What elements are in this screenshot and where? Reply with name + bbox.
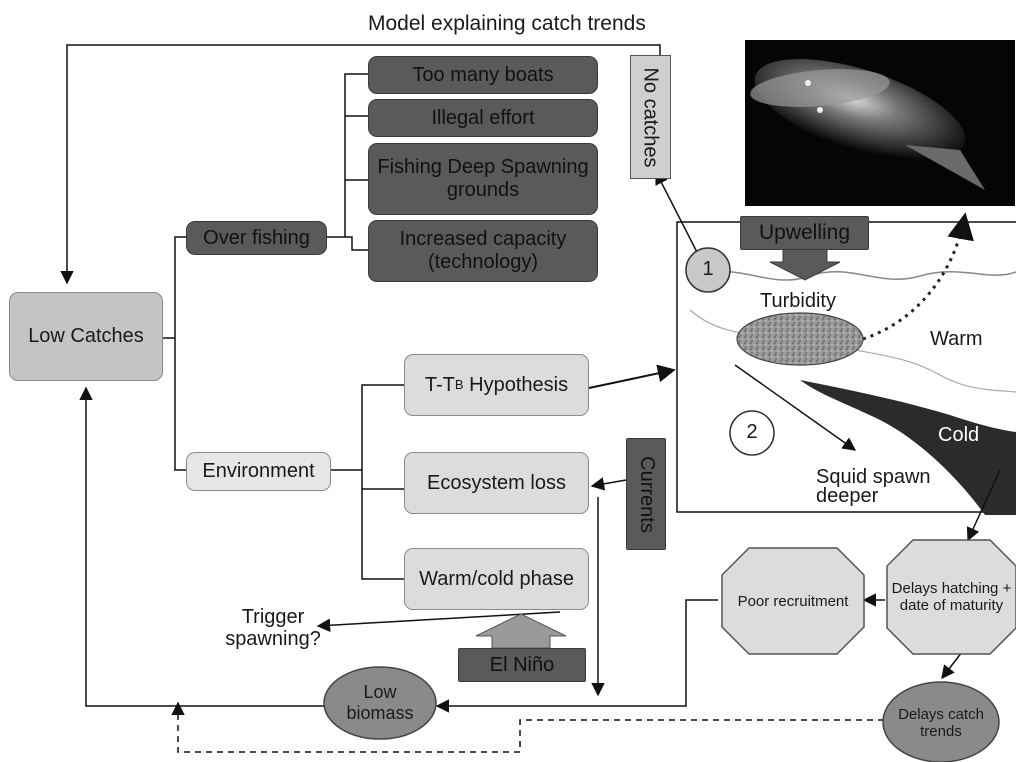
down-arrow-icon bbox=[769, 247, 841, 281]
turbidity-label: Turbidity bbox=[760, 290, 836, 312]
ecosystem-loss-box: Ecosystem loss bbox=[404, 452, 589, 514]
cold-label: Cold bbox=[938, 424, 980, 446]
ocean-panel bbox=[676, 221, 1016, 515]
squid-spawn-label: Squid spawn deeper bbox=[816, 466, 931, 507]
delays-hatching-shape bbox=[886, 539, 1016, 655]
low-biomass-shape bbox=[323, 666, 437, 740]
up-arrow-icon bbox=[475, 613, 567, 649]
squid-photo bbox=[745, 40, 1015, 206]
warm-cold-box: Warm/cold phase bbox=[404, 548, 589, 610]
hypothesis-suffix: Hypothesis bbox=[463, 373, 569, 396]
warm-label: Warm bbox=[930, 328, 983, 350]
over-fishing-box: Over fishing bbox=[186, 221, 327, 255]
currents-box: Currents bbox=[626, 438, 666, 550]
cause-deep-spawning: Fishing Deep Spawning grounds bbox=[368, 143, 598, 215]
cause-increased-capacity: Increased capacity (technology) bbox=[368, 220, 598, 282]
marker-1: 1 bbox=[702, 258, 714, 280]
delays-catch-label: Delays catch trends bbox=[898, 705, 984, 740]
low-catches-box: Low Catches bbox=[9, 292, 163, 381]
hypothesis-prefix: T-T bbox=[424, 373, 455, 396]
delays-catch-shape bbox=[882, 681, 1000, 762]
poor-recruitment-shape bbox=[721, 547, 865, 655]
poor-recruitment-label: Poor recruitment bbox=[737, 593, 849, 611]
diagram-title: Model explaining catch trends bbox=[368, 12, 646, 35]
el-nino-box: El Niño bbox=[458, 648, 586, 682]
hypothesis-subscript: B bbox=[454, 376, 464, 392]
cause-too-many-boats: Too many boats bbox=[368, 56, 598, 94]
marker-1-circle bbox=[685, 247, 731, 293]
trigger-spawning-label: Trigger spawning? bbox=[225, 606, 321, 650]
cold-water-layer bbox=[800, 380, 1016, 515]
cause-illegal-effort: Illegal effort bbox=[368, 99, 598, 137]
environment-box: Environment bbox=[186, 452, 331, 491]
upwelling-box: Upwelling bbox=[740, 216, 869, 250]
currents-label: Currents bbox=[635, 455, 658, 533]
marker-2: 2 bbox=[746, 421, 758, 443]
delays-hatching-label: Delays hatching + date of maturity bbox=[891, 579, 1012, 614]
marker-2-circle bbox=[729, 410, 775, 456]
low-biomass-label: Low biomass bbox=[346, 682, 414, 723]
no-catches-box: No catches bbox=[630, 55, 671, 179]
turbidity-ellipse bbox=[736, 312, 864, 366]
no-catches-label: No catches bbox=[640, 66, 662, 168]
